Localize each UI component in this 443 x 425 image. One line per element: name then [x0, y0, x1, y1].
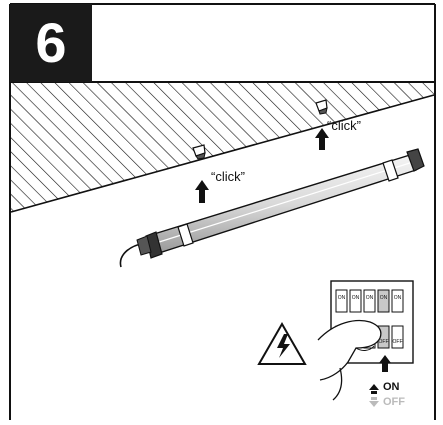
breaker-on-label: ON [380, 295, 388, 301]
breaker-off-label: OFF [393, 339, 403, 345]
mounting-clip-right [315, 99, 328, 115]
circuit-breaker-panel: ON ON ON ON ON OFF OFF OFF OFF OFF [317, 280, 414, 401]
electrical-hazard-icon [257, 321, 307, 365]
breaker-on-label: ON [352, 295, 360, 301]
breaker-off-label: OFF [379, 339, 389, 345]
mounting-clip-left [192, 144, 206, 160]
led-batten-luminaire [119, 148, 425, 268]
on-label: ON [383, 381, 400, 393]
breaker-on-label: ON [366, 295, 374, 301]
ceiling-hatch [10, 83, 435, 213]
breaker-on-label: ON [338, 295, 346, 301]
step-badge [10, 4, 92, 82]
off-label: OFF [383, 396, 405, 408]
on-off-indicator [369, 384, 379, 407]
click-label-left: “click” [211, 169, 245, 184]
step-number: 6 [35, 11, 67, 74]
arrow-up-icon [315, 128, 329, 150]
arrow-up-icon [195, 180, 209, 203]
breaker-on-label: ON [394, 295, 402, 301]
click-label-right: “click” [327, 118, 361, 133]
